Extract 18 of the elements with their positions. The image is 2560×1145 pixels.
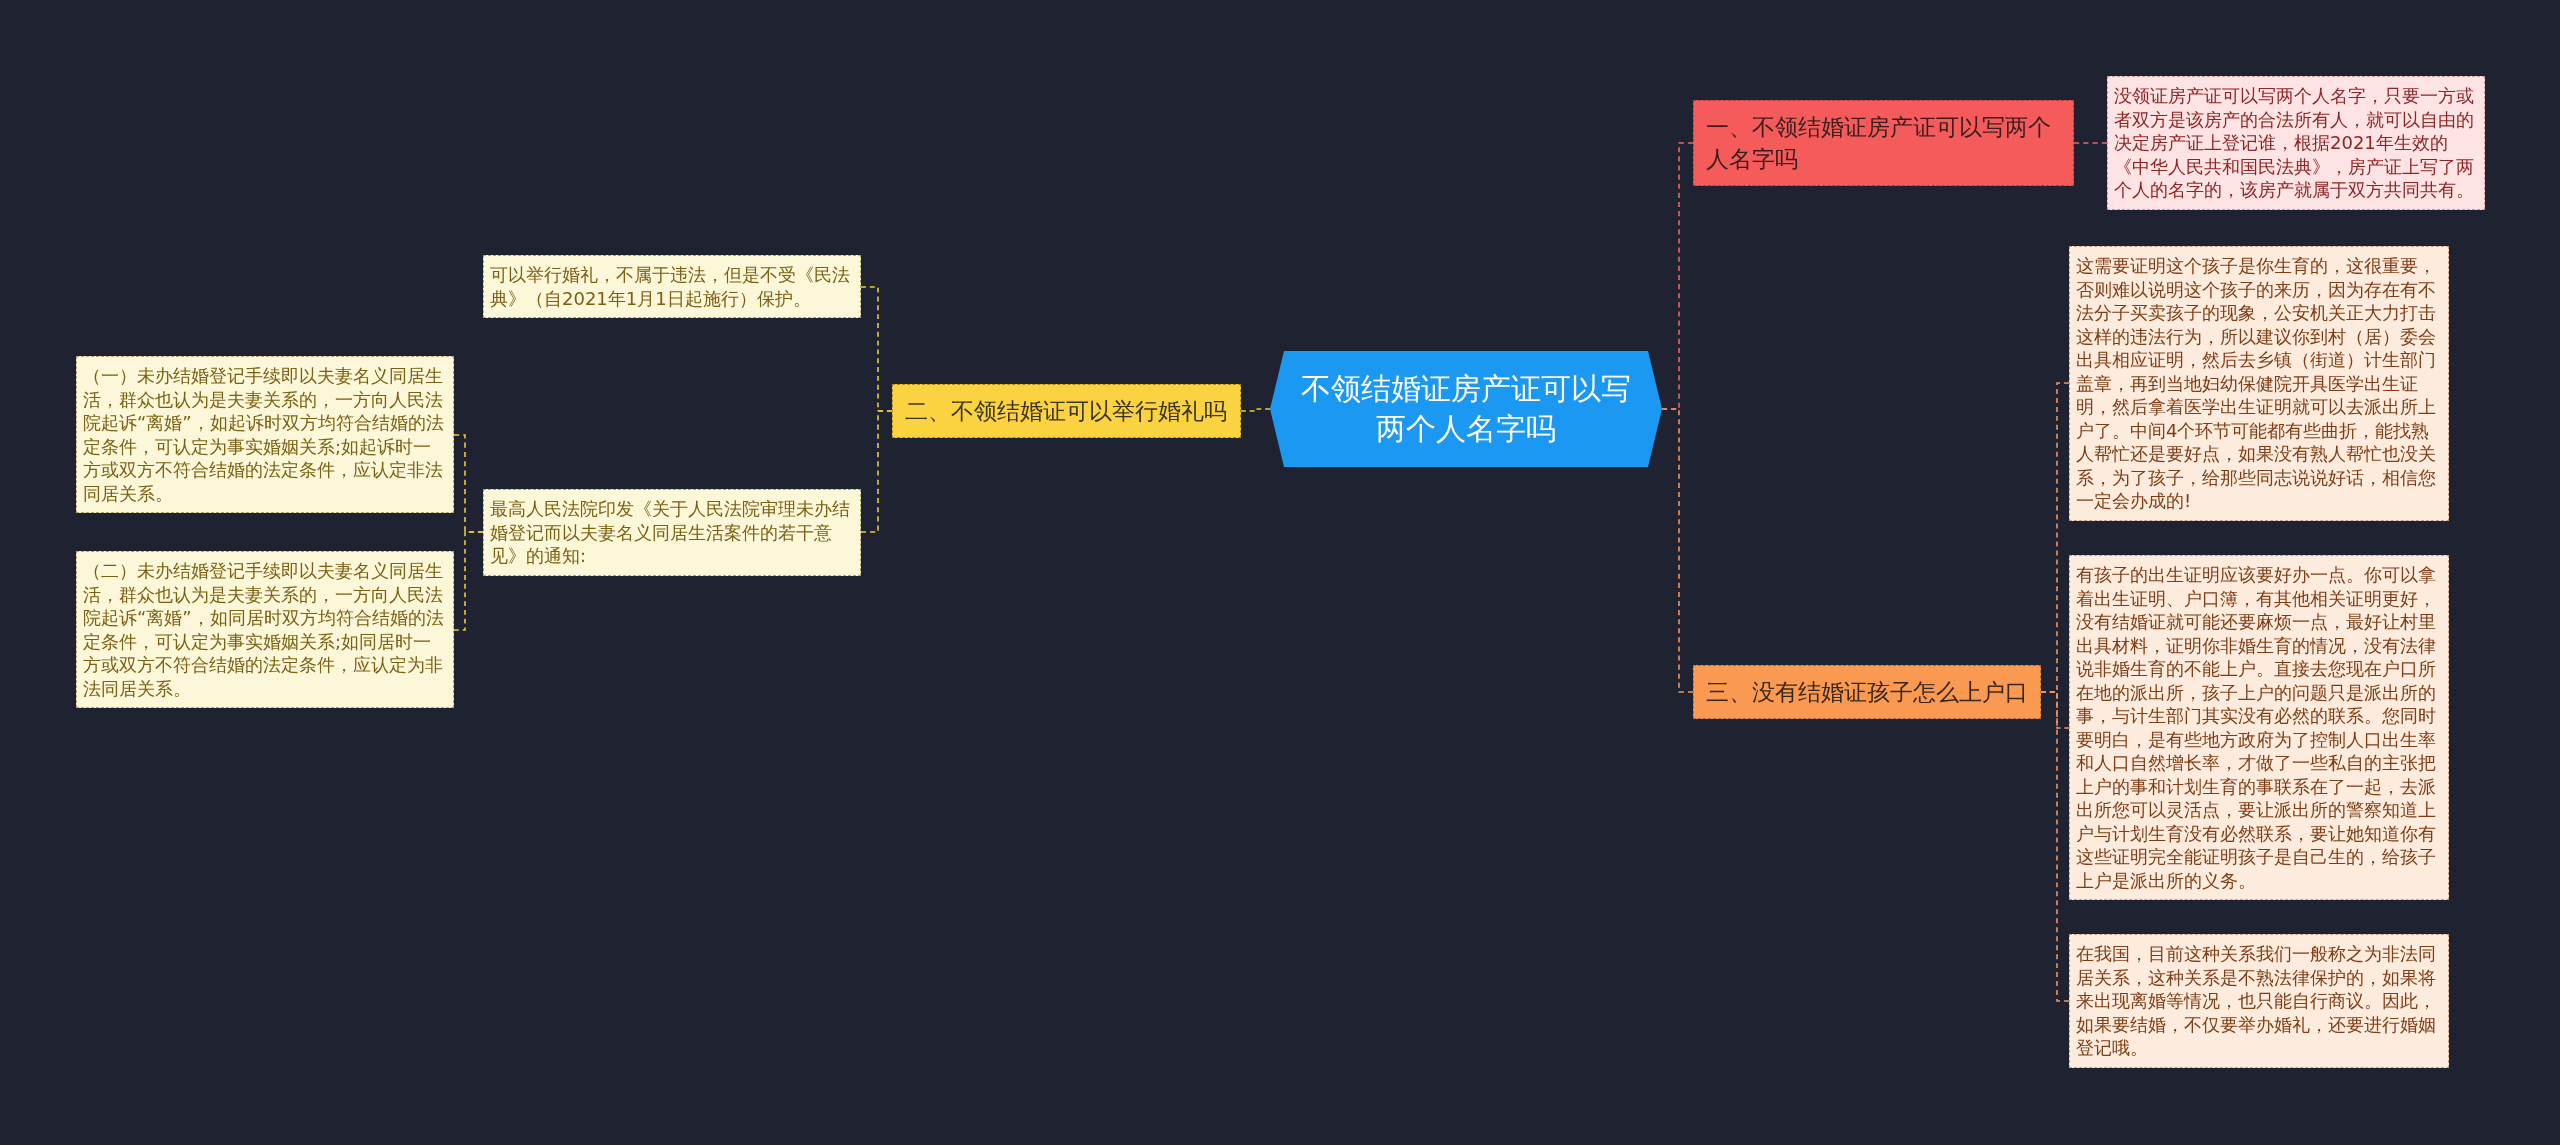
note-box: 这需要证明这个孩子是你生育的，这很重要，否则难以说明这个孩子的来历，因为存在有不法分子买卖孩子的现象，公安机关正大力打击这样的违法行为，所以建议你到村（居）委会出具相应证明，然后去乡镇（街道）计生部门盖章，再到当地妇幼保健院开具医学出生证明，然后拿着医学出生证明就可以去派出所上户了。中间4个环节可能都有些曲折，能找熟人帮忙还是要好点，如果没有熟人帮忙也没关系，为了孩子，给那些同志说说好话，相信您一定会办成的! — [2069, 246, 2449, 521]
note-box: （一）未办结婚登记手续即以夫妻名义同居生活，群众也认为是夫妻关系的，一方向人民法院起诉“离婚”，如起诉时双方均符合结婚的法定条件，可认定为事实婚姻关系;如起诉时一方或双方不符合结婚的法定条件，应认定非法同居关系。 — [76, 356, 454, 513]
note-box: 最高人民法院印发《关于人民法院审理未办结婚登记而以夫妻名义同居生活案件的若干意见》的通知: — [483, 489, 861, 576]
connector-line — [1661, 408, 1694, 693]
note-box: （二）未办结婚登记手续即以夫妻名义同居生活，群众也认为是夫妻关系的，一方向人民法院起诉“离婚”，如同居时双方均符合结婚的法定条件，可认定为事实婚姻关系;如同居时一方或双方不符合结婚的法定条件，应认定为非法同居关系。 — [76, 551, 454, 708]
connector-line — [1240, 408, 1271, 412]
connector-line — [2040, 691, 2070, 1002]
topic-box: 三、没有结婚证孩子怎么上户口 — [1693, 665, 2041, 719]
connector-line — [2073, 142, 2108, 144]
note-box: 没领证房产证可以写两个人名字，只要一方或者双方是该房产的合法所有人，就可以自由的决定房产证上登记谁，根据2021年生效的《中华人民共和国民法典》，房产证上写了两个人的名字的，该房产就属于双方共同共有。 — [2107, 76, 2485, 210]
topic-hexagon: 不领结婚证房产证可以写两个人名字吗 — [1270, 351, 1662, 467]
topic-box: 二、不领结婚证可以举行婚礼吗 — [892, 384, 1241, 438]
connector-line — [860, 410, 893, 533]
note-box: 在我国，目前这种关系我们一般称之为非法同居关系，这种关系是不熟法律保护的，如果将来出现离婚等情况，也只能自行商议。因此，如果要结婚，不仅要举办婚礼，还要进行婚姻登记哦。 — [2069, 934, 2449, 1068]
note-box: 有孩子的出生证明应该要好办一点。你可以拿着出生证明、户口簿，有其他相关证明更好，没有结婚证就可能还要麻烦一点，最好让村里出具材料，证明你非婚生育的情况，没有法律说非婚生育的不能上户。直接去您现在户口所在地的派出所，孩子上户的问题只是派出所的事，与计生部门其实没有必然的联系。您同时要明白，是有些地方政府为了控制人口出生率和人口自然增长率，才做了一些私自的主张把上户的事和计划生育的事联系在了一起，去派出所您可以灵活点，要让派出所的警察知道上户与计划生育没有必然联系，要让她知道你有这些证明完全能证明孩子是自己生的，给孩子上户是派出所的义务。 — [2069, 555, 2449, 900]
topic-box: 一、不领结婚证房产证可以写两个人名字吗 — [1693, 100, 2074, 186]
connector-line — [453, 531, 484, 631]
note-box: 可以举行婚礼，不属于违法，但是不受《民法典》（自2021年1月1日起施行）保护。 — [483, 255, 861, 318]
